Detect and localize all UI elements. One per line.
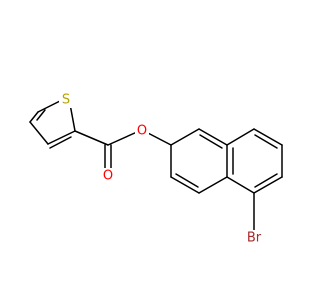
naphthalene-ring [170,128,283,231]
bond-c4-c4a [226,176,255,194]
bond-c4a-c5 [198,176,228,194]
bond-c3n-c4-inner [254,173,278,188]
bond-c1-c2n-inner [254,134,278,149]
bond-c5-c6-inner [175,173,199,188]
thiophene-ring [29,99,76,149]
atom-label-bromine: Br [247,231,262,246]
atom-label-sulfur: S [62,93,70,108]
bond-carbonyl-o-ester [107,131,138,146]
bond-c1-c2n [253,128,283,146]
bond-s-c5 [37,99,63,113]
bond-c2-carbonyl [74,130,109,146]
bond-c2-c3 [47,130,76,145]
bond-o-ester-c7 [145,131,172,146]
bond-c8a-c1 [226,128,255,146]
molecule-structure: S O O Br [29,92,283,246]
bond-c4-c5-inner [36,109,46,121]
atom-label-carbonyl-oxygen: O [103,169,113,184]
atom-labels: S O O Br [59,92,265,246]
bond-c4-c5 [29,111,39,123]
bond-c3-c4 [29,121,49,145]
ester-group [74,130,172,171]
bond-c8-c8a-inner [199,134,223,149]
bond-c8-c8a [198,128,228,146]
bond-c2-c3-inner [49,136,72,149]
bond-c3n-c4 [253,176,283,194]
bond-c5-c6 [170,176,200,194]
atom-label-ester-oxygen: O [137,124,147,139]
bond-s-c2 [69,103,76,132]
bond-c7-c8 [170,128,200,146]
